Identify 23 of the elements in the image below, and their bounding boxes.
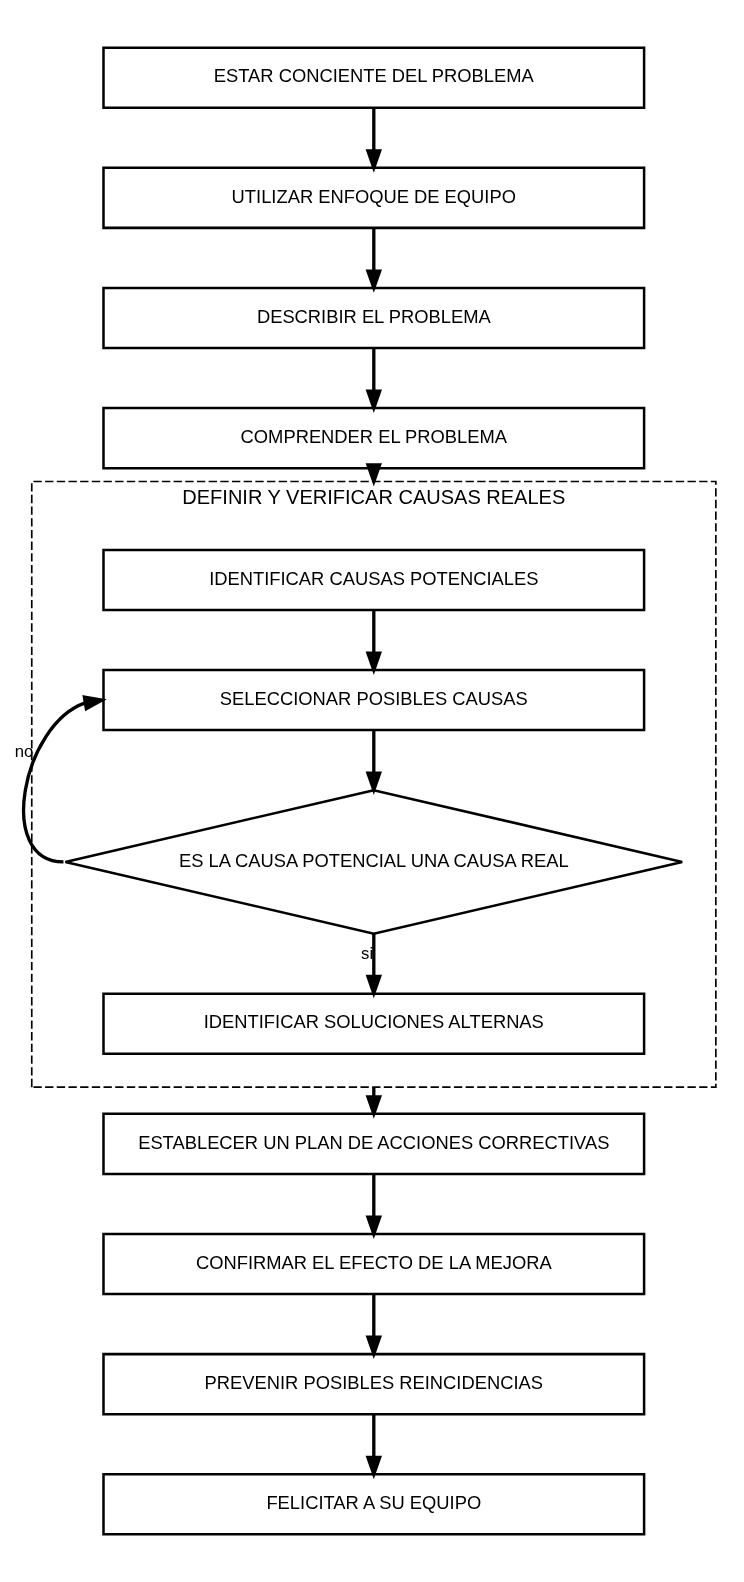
arrow [365,108,382,173]
arrow [21,695,107,864]
node-box: ESTABLECER UN PLAN DE ACCIONES CORRECTIVAS [102,1112,646,1176]
arrow [365,1294,382,1359]
node-box: SELECCIONAR POSIBLES CAUSAS [102,668,646,732]
arrow [365,1174,382,1239]
arrow [365,463,382,487]
node-box: PREVENIR POSIBLES REINCIDENCIAS [102,1352,646,1416]
arrow [365,228,382,293]
node-box: IDENTIFICAR SOLUCIONES ALTERNAS [102,992,646,1056]
arrow [365,348,382,413]
node-box: DESCRIBIR EL PROBLEMA [102,286,646,350]
arrow [365,1414,382,1480]
arrow [365,730,382,795]
arrow [365,934,382,999]
edge-label: si [361,943,374,963]
arrow [365,610,382,675]
node-diamond: ES LA CAUSA POTENCIAL UNA CAUSA REAL [64,788,684,935]
node-box: ESTAR CONCIENTE DEL PROBLEMA [102,46,646,109]
node-box: IDENTIFICAR CAUSAS POTENCIALES [102,548,646,612]
node-box: CONFIRMAR EL EFECTO DE LA MEJORA [102,1232,646,1296]
node-box: FELICITAR A SU EQUIPO [102,1473,646,1536]
node-box: UTILIZAR ENFOQUE DE EQUIPO [102,166,646,230]
